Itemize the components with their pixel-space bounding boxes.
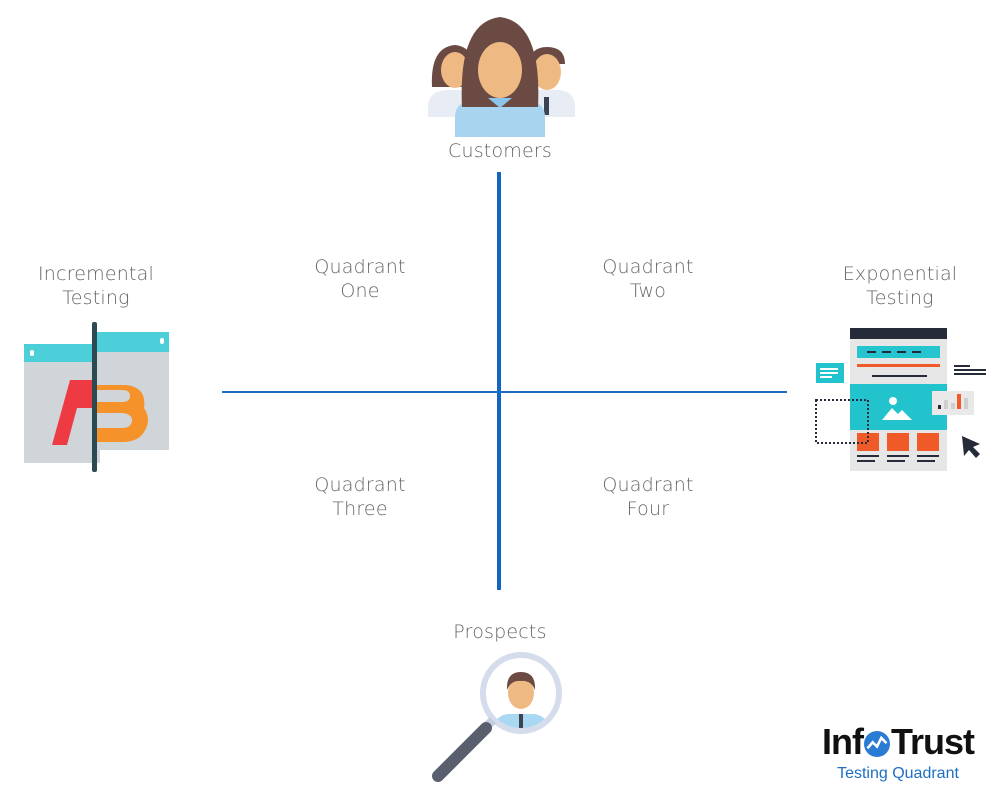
prospect-magnifier-icon xyxy=(432,652,562,782)
logo-chart-icon xyxy=(863,731,890,757)
quadrant-four-label: Quadrant Four xyxy=(578,473,718,521)
quadrant-two-line2: Two xyxy=(629,280,667,302)
logo-text-right: Trust xyxy=(890,721,975,762)
incremental-label-line2: Testing xyxy=(62,287,130,309)
horizontal-axis xyxy=(222,391,787,393)
quadrant-one-line2: One xyxy=(340,280,380,302)
quadrant-three-line2: Three xyxy=(332,498,388,520)
exponential-testing-label: Exponential Testing xyxy=(820,262,980,310)
incremental-testing-label: Incremental Testing xyxy=(16,262,176,310)
prospects-label: Prospects xyxy=(453,621,547,643)
customers-group-icon xyxy=(428,17,575,137)
exponential-label-line1: Exponential xyxy=(842,263,958,285)
exponential-label-line2: Testing xyxy=(866,287,934,309)
quadrant-one-line1: Quadrant xyxy=(314,256,406,278)
quadrant-two-label: Quadrant Two xyxy=(578,255,718,303)
logo-subtitle: Testing Quadrant xyxy=(837,765,959,782)
quadrant-three-label: Quadrant Three xyxy=(290,473,430,521)
infotrust-logo-block: Inf Trust Testing Quadrant xyxy=(812,722,984,784)
quadrant-three-line1: Quadrant xyxy=(314,474,406,496)
quadrant-four-line1: Quadrant xyxy=(602,474,694,496)
logo-text-left: Inf xyxy=(822,721,864,762)
quadrant-four-line2: Four xyxy=(626,498,670,520)
vertical-axis xyxy=(497,172,501,590)
quadrant-two-line1: Quadrant xyxy=(602,256,694,278)
webpage-layout-icon xyxy=(815,328,986,471)
quadrant-one-label: Quadrant One xyxy=(290,255,430,303)
incremental-label-line1: Incremental xyxy=(38,263,154,285)
infotrust-logo: Inf Trust xyxy=(812,722,984,762)
customers-label: Customers xyxy=(448,140,552,162)
ab-test-icon xyxy=(24,322,169,472)
